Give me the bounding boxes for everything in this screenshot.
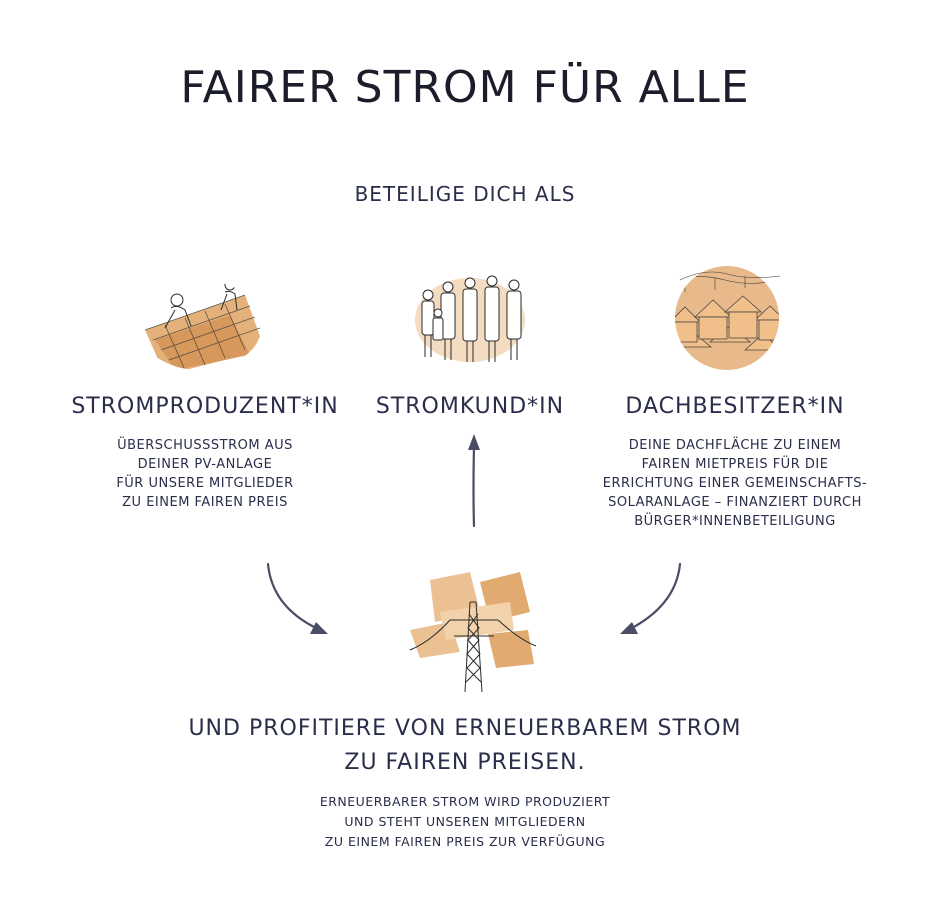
solar-installation-illustration [138,280,262,370]
subtitle: BETEILIGE DICH ALS [354,182,576,206]
result-description: ERNEUERBARER STROM WIRD PRODUZIERT UND S… [319,794,611,849]
page-title: FAIRER STROM FÜR ALLE [180,62,750,113]
result-title: UND PROFITIERE VON ERNEUERBAREM STROM ZU… [188,716,742,775]
rooftops-illustration [675,266,781,370]
people-group-illustration [415,275,525,362]
arrow-down-right-icon [266,562,328,634]
role-title-roof-owner: DACHBESITZER*IN [625,394,845,419]
role-description-roof-owner: DEINE DACHFLÄCHE ZU EINEM FAIREN MIETPRE… [602,438,868,529]
role-title-customer: STROMKUND*IN [375,394,565,419]
role-title-producer: STROMPRODUZENT*IN [71,394,339,419]
arrow-up-icon [468,434,480,528]
arrow-down-left-icon [620,562,682,634]
power-pylon-illustration [409,572,537,693]
role-description-producer: ÜBERSCHUSSSTROM AUS DEINER PV-ANLAGE FÜR… [116,438,294,510]
